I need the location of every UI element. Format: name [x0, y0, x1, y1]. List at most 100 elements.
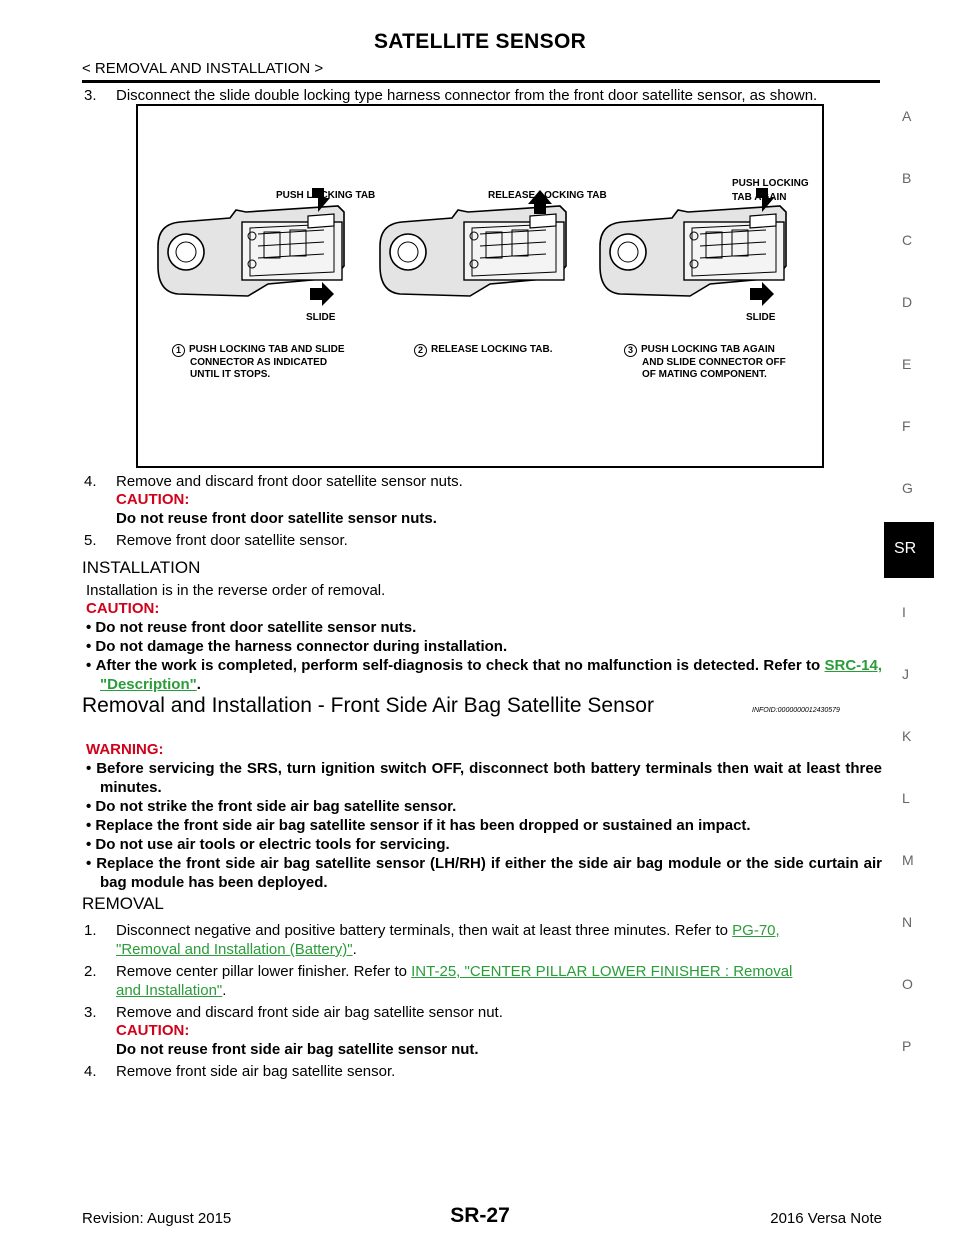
bullet-text: Do not damage the harness connector duri…	[95, 638, 508, 655]
callout-text: PUSH LOCKING TAB AND SLIDE	[189, 344, 345, 355]
label-push-again-1: PUSH LOCKING	[732, 178, 809, 189]
step-text: Remove center pillar lower finisher. Ref…	[116, 963, 407, 980]
index-letter-f[interactable]: F	[902, 418, 911, 434]
installation-intro: Installation is in the reverse order of …	[86, 582, 386, 599]
label-push-locking-tab: PUSH LOCKING TAB	[276, 190, 376, 201]
label-slide-1: SLIDE	[306, 312, 336, 323]
removal-caution-text: Do not reuse front side air bag satellit…	[116, 1041, 479, 1058]
front-side-heading: Removal and Installation - Front Side Ai…	[82, 694, 654, 717]
removal-caution-label: CAUTION:	[116, 1022, 190, 1039]
info-id: INFOID:0000000012430579	[752, 707, 840, 714]
callout-text: PUSH LOCKING TAB AGAIN	[641, 344, 775, 355]
link-battery-removal[interactable]: "Removal and Installation (Battery)"	[116, 941, 353, 958]
step-number: 3.	[84, 1004, 97, 1021]
link-pg-70[interactable]: PG-70,	[732, 922, 780, 939]
callout-text: UNTIL IT STOPS.	[190, 369, 271, 380]
step-text: Disconnect negative and positive battery…	[116, 922, 728, 939]
warning-bullet-5: • Replace the front side air bag satelli…	[86, 855, 882, 891]
warning-bullet-2: • Do not strike the front side air bag s…	[86, 798, 457, 815]
page-title: SATELLITE SENSOR	[373, 30, 587, 53]
index-tab-active[interactable]: SR	[884, 522, 934, 578]
connector-illustration	[157, 188, 787, 306]
step-number: 3.	[84, 87, 97, 104]
index-letter-o[interactable]: O	[902, 976, 913, 992]
label-push-again-2: TAB AGAIN	[732, 192, 787, 203]
callout-number: 1	[172, 344, 185, 357]
side-index: A B C D E F G SR I J K L M N O P	[884, 0, 934, 1242]
section-header: < REMOVAL AND INSTALLATION >	[82, 60, 324, 77]
installation-heading: INSTALLATION	[82, 558, 201, 577]
callout-number: 3	[624, 344, 637, 357]
bullet-text: Replace the front side air bag satellite…	[96, 855, 882, 891]
installation-bullet-2: • Do not damage the harness connector du…	[86, 638, 508, 655]
bullet-text: Before servicing the SRS, turn ignition …	[96, 760, 883, 796]
callout-text: AND SLIDE CONNECTOR OFF	[642, 357, 786, 368]
callout-number: 2	[414, 344, 427, 357]
bullet-text: Replace the front side air bag satellite…	[95, 817, 751, 834]
step-text: Remove front side air bag satellite sens…	[116, 1063, 396, 1080]
step-number: 2.	[84, 963, 97, 980]
index-letter-e[interactable]: E	[902, 356, 912, 372]
callout-1: 1 PUSH LOCKING TAB AND SLIDE CONNECTOR AS…	[172, 344, 345, 381]
label-slide-3: SLIDE	[746, 312, 776, 323]
link-int-25-cont[interactable]: and Installation"	[116, 982, 223, 999]
removal-heading: REMOVAL	[82, 894, 164, 913]
footer-model: 2016 Versa Note	[770, 1210, 882, 1227]
bullet-text: Do not strike the front side air bag sat…	[95, 798, 457, 815]
index-letter-k[interactable]: K	[902, 728, 912, 744]
step-text: Remove and discard front door satellite …	[116, 473, 463, 490]
connector-figure: PUSH LOCKING TAB RELEASE LOCKING TAB PUS…	[136, 104, 824, 468]
callout-text: CONNECTOR AS INDICATED	[190, 357, 328, 368]
index-letter-l[interactable]: L	[902, 790, 910, 806]
removal-step-4: 4. Remove front side air bag satellite se…	[82, 1062, 395, 1081]
footer-page-number: SR-27	[450, 1204, 510, 1227]
index-letter-n[interactable]: N	[902, 914, 913, 930]
warning-bullet-4: • Do not use air tools or electric tools…	[86, 836, 450, 853]
index-letter-c[interactable]: C	[902, 232, 913, 248]
step-5: 5. Remove front door satellite sensor.	[82, 531, 348, 550]
removal-step-3: 3.Remove and discard front side air bag …	[82, 1003, 503, 1022]
installation-bullet-1: • Do not reuse front door satellite sens…	[86, 619, 417, 636]
removal-step-1: 1. Disconnect negative and positive batte…	[82, 921, 880, 940]
warning-bullet-3: • Replace the front side air bag satelli…	[86, 817, 751, 834]
header-rule	[82, 80, 880, 83]
installation-bullet-3: • After the work is completed, perform s…	[86, 657, 883, 693]
warning-label: WARNING:	[86, 741, 164, 758]
index-letter-m[interactable]: M	[902, 852, 914, 868]
bullet-end: .	[196, 676, 201, 693]
index-tab-label: SR	[894, 540, 917, 557]
index-letter-j[interactable]: J	[902, 666, 909, 682]
bullet-text: Do not reuse front door satellite sensor…	[95, 619, 417, 636]
index-letter-i[interactable]: I	[902, 604, 906, 620]
index-letter-a[interactable]: A	[902, 108, 912, 124]
step-3: 3. Disconnect the slide double locking ty…	[82, 86, 817, 105]
warning-bullet-1: • Before servicing the SRS, turn ignitio…	[86, 760, 883, 796]
step-4: 4. Remove and discard front door satellit…	[82, 472, 463, 491]
footer-revision: Revision: August 2015	[82, 1210, 232, 1227]
caution-text: Do not reuse front door satellite sensor…	[116, 510, 437, 527]
index-letter-b[interactable]: B	[902, 170, 912, 186]
step-number: 4.	[84, 473, 97, 490]
caution-label: CAUTION:	[116, 491, 190, 508]
step-text: Disconnect the slide double locking type…	[116, 87, 818, 104]
index-letter-d[interactable]: D	[902, 294, 913, 310]
removal-step-2: 2. Remove center pillar lower finisher. R…	[82, 962, 880, 981]
callout-text: RELEASE LOCKING TAB.	[431, 344, 553, 355]
callout-3: 3 PUSH LOCKING TAB AGAIN AND SLIDE CONNEC…	[624, 344, 786, 381]
callout-text: OF MATING COMPONENT.	[642, 369, 767, 380]
step-number: 1.	[84, 922, 97, 939]
step-number: 5.	[84, 532, 97, 549]
removal-step-1-cont: "Removal and Installation (Battery)".	[116, 940, 357, 959]
index-letter-p[interactable]: P	[902, 1038, 912, 1054]
step-end: .	[222, 982, 227, 999]
label-release-locking-tab: RELEASE LOCKING TAB	[488, 190, 607, 201]
installation-caution-label: CAUTION:	[86, 600, 160, 617]
step-text: Remove front door satellite sensor.	[116, 532, 348, 549]
step-end: .	[352, 941, 357, 958]
index-letter-g[interactable]: G	[902, 480, 913, 496]
removal-step-2-cont: and Installation".	[116, 981, 226, 1000]
link-int-25[interactable]: INT-25, "CENTER PILLAR LOWER FINISHER : …	[411, 963, 793, 980]
link-src-14[interactable]: SRC-14, "Description"	[100, 657, 883, 693]
step-number: 4.	[84, 1063, 97, 1080]
bullet-text: Do not use air tools or electric tools f…	[95, 836, 450, 853]
